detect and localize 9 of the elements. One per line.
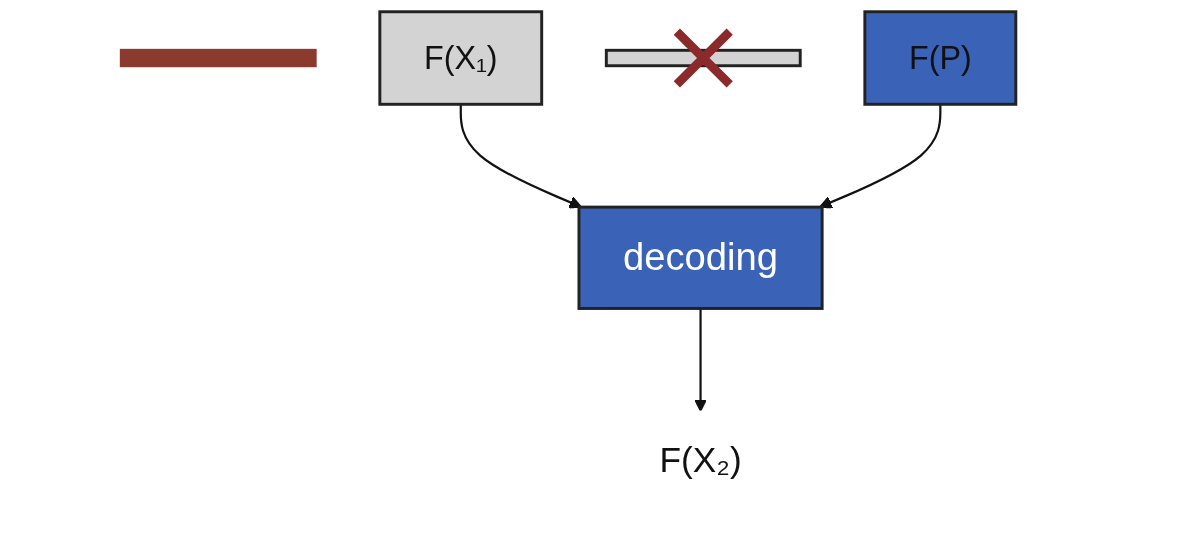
node-box: decoding: [577, 205, 824, 310]
node-text: F(X₂): [659, 439, 742, 479]
arrow: [694, 308, 707, 412]
node-bar: [604, 48, 802, 68]
node-box: F(P): [863, 10, 1018, 106]
arrow: [459, 104, 583, 209]
node-box: F(X₁): [378, 10, 544, 106]
arrow: [819, 104, 942, 209]
node-bar: [119, 48, 317, 68]
